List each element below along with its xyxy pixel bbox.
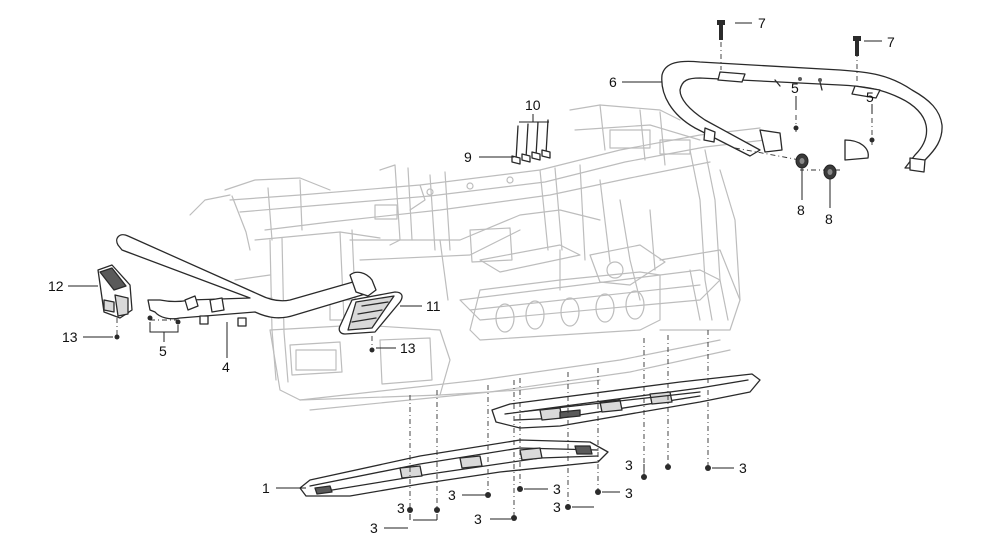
nut-13-center bbox=[369, 347, 375, 353]
callout-3-b: 3 bbox=[397, 500, 405, 516]
callout-3-h: 3 bbox=[625, 457, 633, 473]
nut-3-b bbox=[434, 507, 440, 513]
front-bar bbox=[116, 234, 377, 327]
callout-8-left: 8 bbox=[797, 202, 805, 218]
bolt-axes bbox=[116, 30, 873, 515]
callout-3-i: 3 bbox=[739, 460, 747, 476]
nut-3-e bbox=[517, 486, 523, 492]
callout-10: 10 bbox=[525, 97, 541, 113]
nut-3-c bbox=[485, 492, 491, 498]
bolt-5-rear-left bbox=[793, 125, 799, 131]
callout-11: 11 bbox=[426, 298, 441, 314]
callout-3-c: 3 bbox=[448, 487, 456, 503]
bolt-5-front-b bbox=[175, 319, 181, 325]
front-guard bbox=[97, 264, 133, 319]
bolt-5-rear-right bbox=[869, 137, 875, 143]
nut-3-h bbox=[641, 474, 647, 480]
nut-3-i bbox=[665, 464, 671, 470]
bolt-7-right bbox=[853, 36, 861, 56]
nut-3-g bbox=[595, 489, 601, 495]
fasteners bbox=[114, 20, 875, 521]
bolt-5-front-a bbox=[147, 315, 153, 321]
callout-3-f: 3 bbox=[553, 499, 561, 515]
leader-lines bbox=[68, 22, 882, 529]
callout-7-left: 7 bbox=[758, 15, 766, 31]
callout-3-d: 3 bbox=[474, 511, 482, 527]
nut-13-left bbox=[114, 334, 120, 340]
callout-13-left: 13 bbox=[62, 329, 78, 345]
callout-13-center: 13 bbox=[400, 340, 416, 356]
nut-3-a bbox=[407, 507, 413, 513]
bolt-7-left bbox=[717, 20, 725, 40]
callout-5-rear-left: 5 bbox=[791, 80, 799, 96]
bolt-set-10 bbox=[511, 119, 551, 165]
bushing-8-left bbox=[795, 153, 809, 169]
callout-3-a: 3 bbox=[370, 520, 378, 536]
front-skid-plate bbox=[299, 439, 609, 497]
callout-12: 12 bbox=[48, 278, 64, 294]
nut-3-j bbox=[705, 465, 711, 471]
callout-8-right: 8 bbox=[825, 211, 833, 227]
front-plate bbox=[338, 291, 403, 335]
callout-4: 4 bbox=[222, 359, 230, 375]
callout-7-right: 7 bbox=[887, 34, 895, 50]
callout-9: 9 bbox=[464, 149, 472, 165]
nut-3-d bbox=[511, 515, 517, 521]
rear-skid-plate bbox=[491, 373, 761, 429]
callout-5-rear-right: 5 bbox=[866, 89, 874, 105]
vehicle-frame bbox=[189, 104, 766, 411]
bushing-8-right bbox=[823, 164, 837, 180]
callout-5-front: 5 bbox=[159, 343, 167, 359]
callout-6: 6 bbox=[609, 74, 617, 90]
nut-3-f bbox=[565, 504, 571, 510]
callout-1: 1 bbox=[262, 480, 270, 496]
callout-labels: 1 6 7 7 5 5 8 8 9 10 11 12 13 13 5 4 3 3… bbox=[48, 15, 895, 536]
rear-grab-bar bbox=[661, 60, 943, 173]
callout-3-g: 3 bbox=[625, 485, 633, 501]
callout-3-e: 3 bbox=[553, 481, 561, 497]
